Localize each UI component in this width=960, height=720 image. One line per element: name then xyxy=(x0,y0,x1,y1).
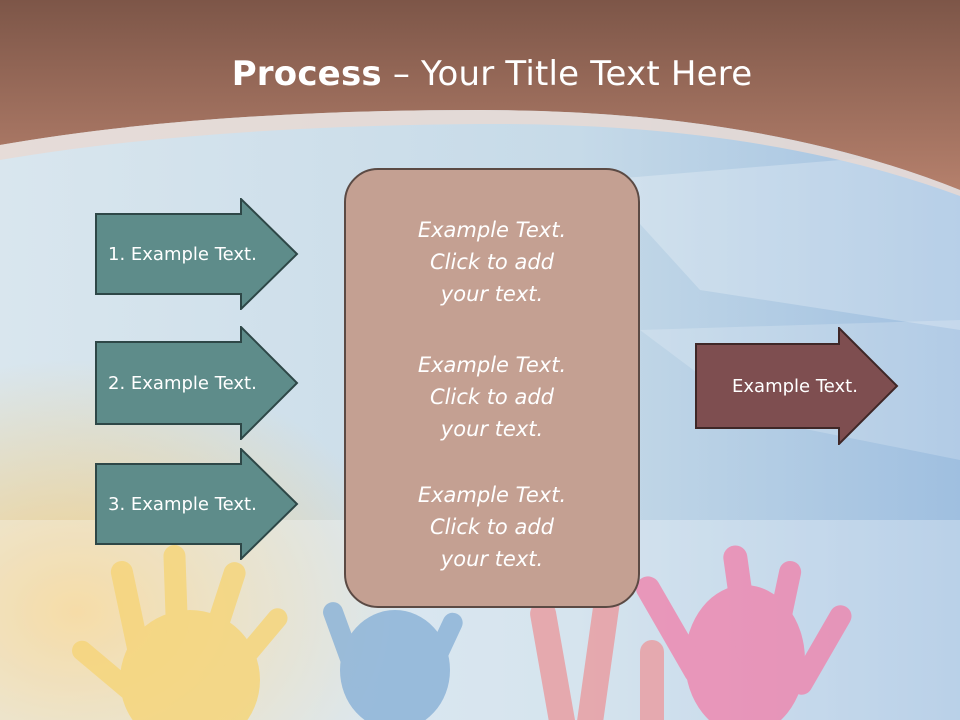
step-arrow-3[interactable]: 3. Example Text. xyxy=(95,448,300,560)
arrow-right-icon xyxy=(95,326,299,440)
step-arrow-1[interactable]: 1. Example Text. xyxy=(95,198,300,310)
panel-line: Click to add xyxy=(429,385,554,409)
panel-line: your text. xyxy=(440,282,544,306)
result-arrow[interactable]: Example Text. xyxy=(695,327,900,445)
panel-text-block-3: Example Text. Click to add your text. xyxy=(346,479,638,575)
title-rest: – Your Title Text Here xyxy=(381,54,753,94)
panel-line: Example Text. xyxy=(417,218,567,242)
arrow-right-icon xyxy=(695,327,899,445)
step-label: 1. Example Text. xyxy=(108,243,257,265)
panel-line: your text. xyxy=(440,547,544,571)
title-bold: Process xyxy=(231,54,382,94)
step-label: 3. Example Text. xyxy=(108,493,257,515)
panel-text-block-2: Example Text. Click to add your text. xyxy=(346,349,638,445)
arrow-right-icon xyxy=(95,448,299,560)
slide-title[interactable]: Process – Your Title Text Here xyxy=(0,54,960,94)
panel-line: Click to add xyxy=(429,250,554,274)
center-text-panel[interactable]: Example Text. Click to add your text. Ex… xyxy=(344,168,640,608)
result-label: Example Text. xyxy=(732,375,858,397)
panel-line: Example Text. xyxy=(417,483,567,507)
step-label: 2. Example Text. xyxy=(108,372,257,394)
step-arrow-2[interactable]: 2. Example Text. xyxy=(95,326,300,440)
panel-line: your text. xyxy=(440,417,544,441)
panel-line: Click to add xyxy=(429,515,554,539)
panel-line: Example Text. xyxy=(417,353,567,377)
arrow-right-icon xyxy=(95,198,299,310)
panel-text-block-1: Example Text. Click to add your text. xyxy=(346,214,638,310)
